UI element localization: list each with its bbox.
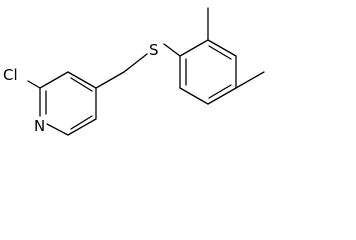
bond-c2-cl bbox=[27, 80, 41, 89]
bond-c2-c3 bbox=[207, 39, 237, 57]
bond-c2-c3 bbox=[39, 71, 69, 89]
bond-c3-c4 bbox=[67, 71, 97, 89]
bond-s-c1prime bbox=[163, 43, 181, 57]
bond-c5-c6 bbox=[67, 118, 97, 136]
bond-c4-ch2 bbox=[95, 71, 125, 89]
sulfur-label: S bbox=[149, 41, 159, 59]
nitrogen-label: N bbox=[34, 117, 45, 135]
bond-ch2-s bbox=[123, 53, 148, 73]
bond-c4-c5-inner bbox=[208, 84, 232, 99]
pyridine-ring bbox=[39, 71, 97, 136]
molecule-structure: Cl N S bbox=[3, 7, 265, 136]
bond-c5-c6 bbox=[179, 87, 209, 105]
methyl-bond-para bbox=[235, 71, 265, 89]
bond-c5-c6-inner bbox=[70, 115, 93, 130]
bond-c2-c3-inner bbox=[208, 45, 232, 60]
chlorine-label: Cl bbox=[3, 66, 18, 84]
benzene-ring bbox=[179, 39, 237, 105]
bond-c1-c2 bbox=[179, 39, 209, 57]
bond-c4-c5 bbox=[207, 87, 237, 105]
bond-c3-c4-inner bbox=[70, 77, 93, 92]
bond-c6-n1 bbox=[46, 123, 69, 136]
